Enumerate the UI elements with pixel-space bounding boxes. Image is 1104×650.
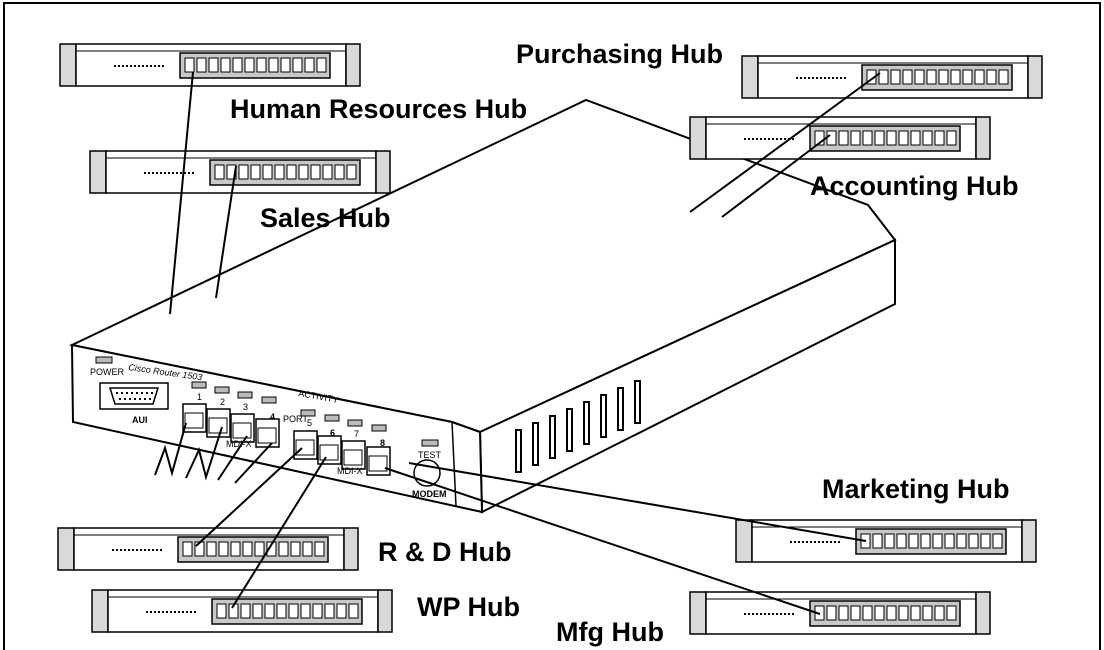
test-label: TEST — [418, 450, 442, 460]
router: POWER Cisco Router 1503 AUI ACTIVITY 1 2… — [68, 98, 897, 514]
hub-sales — [89, 150, 391, 194]
port-number-2: 2 — [220, 397, 225, 407]
hub-accounting — [689, 116, 991, 160]
hub-label-accounting: Accounting Hub — [810, 171, 1018, 201]
hub-mfg — [689, 591, 991, 635]
port-number-7: 7 — [354, 429, 359, 439]
hub-wp — [91, 589, 393, 633]
aui-label: AUI — [132, 415, 148, 425]
mdix-label-a: MDI-X — [226, 439, 252, 449]
hub-label-sales: Sales Hub — [260, 203, 391, 233]
port-number-6: 6 — [330, 428, 335, 438]
cables — [154, 71, 881, 615]
port-number-8: 8 — [380, 438, 385, 448]
hub-label-wp: WP Hub — [417, 592, 520, 622]
diagram-frame — [3, 2, 1101, 650]
hub-purchasing — [741, 55, 1043, 99]
modem-label: MODEM — [412, 489, 447, 499]
hub-label-r-and-d: R & D Hub — [378, 537, 511, 567]
port-label: PORT — [283, 414, 308, 424]
port-number-4: 4 — [270, 412, 275, 422]
hub-human-resources — [59, 43, 361, 87]
hub-label-mfg: Mfg Hub — [556, 617, 664, 647]
hub-label-purchasing: Purchasing Hub — [516, 39, 723, 69]
port-number-3: 3 — [243, 402, 248, 412]
port-number-1: 1 — [197, 392, 202, 402]
port-number-5: 5 — [307, 418, 312, 428]
hub-label-marketing: Marketing Hub — [822, 474, 1010, 504]
hub-label-human-resources: Human Resources Hub — [230, 94, 527, 124]
mdix-label-b: MDI-X — [337, 466, 363, 476]
power-label: POWER — [90, 367, 125, 377]
